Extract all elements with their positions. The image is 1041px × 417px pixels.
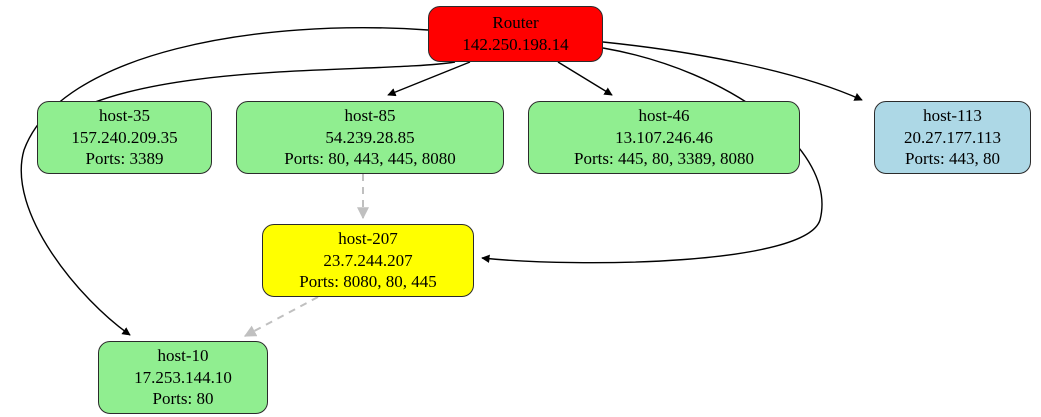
node-label-ip: 13.107.246.46: [615, 127, 713, 147]
node-label-name: Router: [492, 13, 539, 33]
node-label-ports: Ports: 8080, 80, 445: [299, 272, 437, 292]
node-label-ports: Ports: 80, 443, 445, 8080: [284, 149, 456, 169]
node-label-ip: 23.7.244.207: [323, 250, 413, 270]
edge-host-207-to-host-10: [243, 296, 319, 337]
edge-router-to-host-113: [602, 41, 863, 101]
node-label-ports: Ports: 443, 80: [905, 149, 1000, 169]
node-label-ip: 20.27.177.113: [903, 127, 1002, 147]
node-label-name: host-10: [157, 346, 209, 366]
node-label-ports: Ports: 3389: [85, 149, 164, 169]
edge-router-to-host-85: [387, 61, 471, 97]
node-label-name: host-35: [99, 106, 150, 126]
node-label-ports: Ports: 445, 80, 3389, 8080: [574, 149, 754, 169]
node-label-name: host-113: [923, 106, 982, 126]
node-label-name: host-46: [638, 106, 690, 126]
node-router[interactable]: Router 142.250.198.14: [428, 6, 603, 62]
node-label-ip: 157.240.209.35: [71, 127, 178, 147]
node-label-ip: 17.253.144.10: [134, 367, 232, 387]
node-label-ports: Ports: 80: [152, 389, 214, 409]
node-label-name: host-207: [338, 229, 398, 249]
node-label-ip: 54.239.28.85: [325, 127, 415, 147]
node-label-ip: 142.250.198.14: [462, 35, 569, 54]
node-label-name: host-85: [344, 106, 396, 126]
edge-router-to-host-46: [557, 61, 613, 96]
